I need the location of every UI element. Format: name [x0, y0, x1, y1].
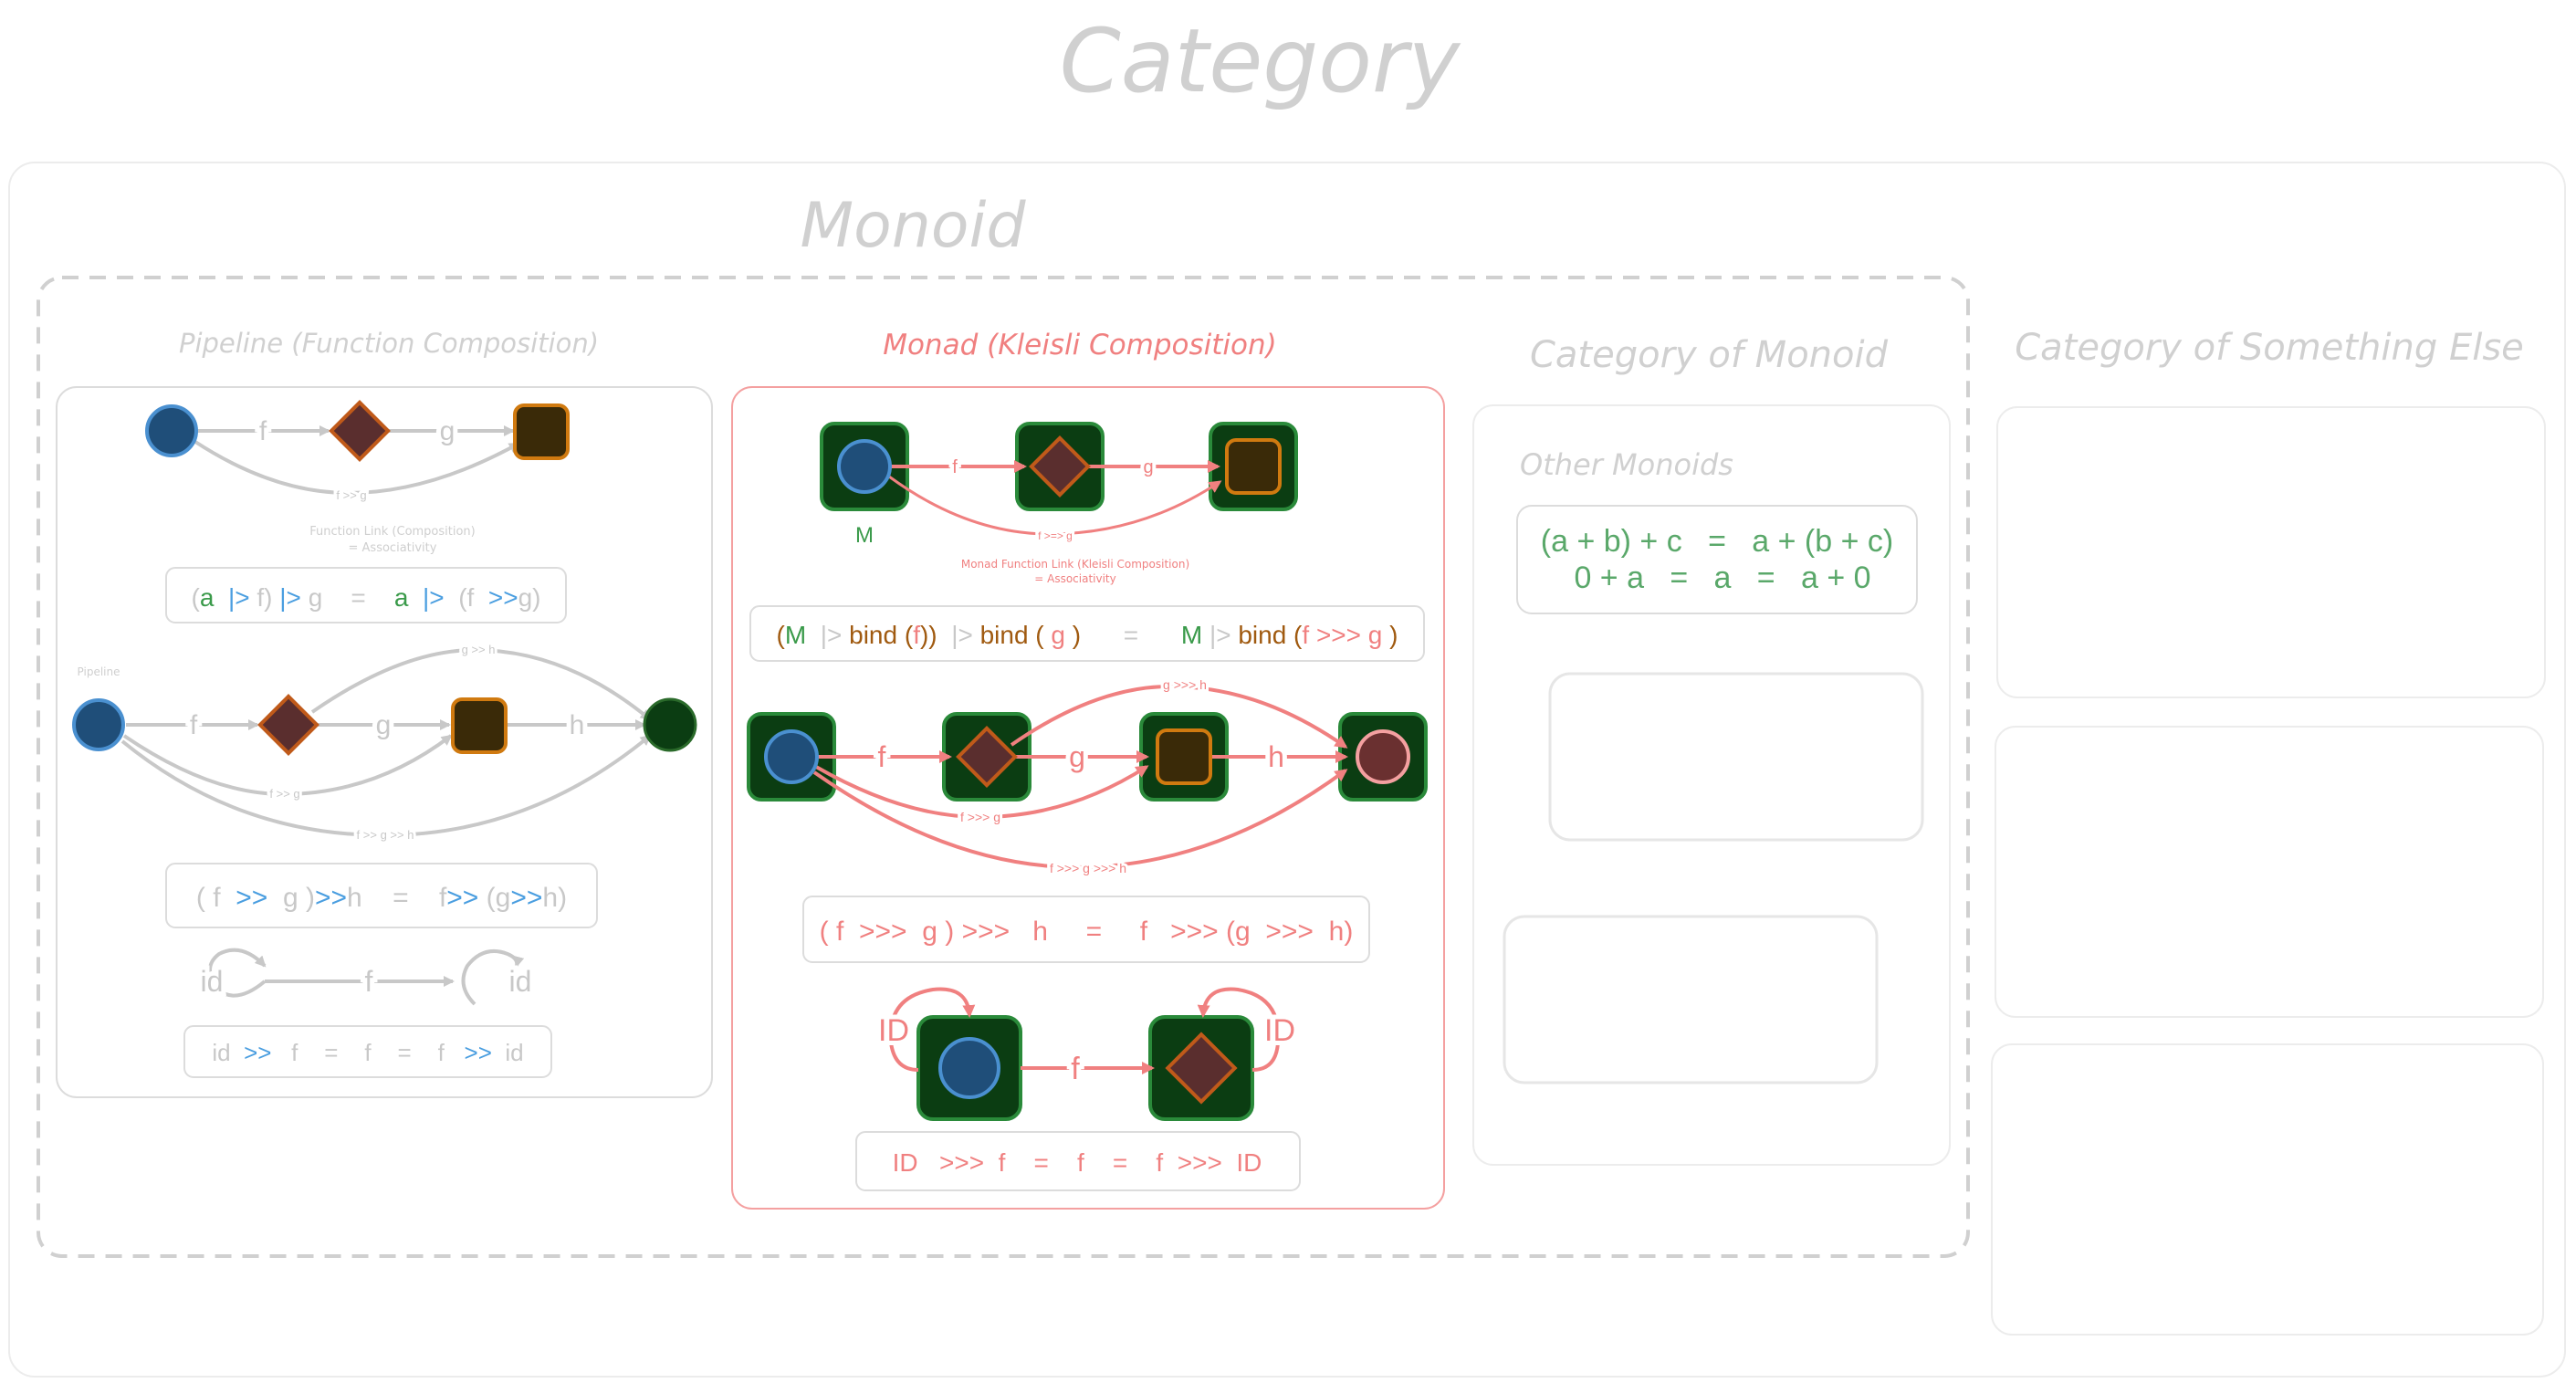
pipeline-identity: id f id: [196, 948, 536, 1006]
something-else-box-2: [1995, 726, 2544, 1018]
monad-eq3: ID >>> f = f = f >>> ID: [893, 1148, 1262, 1177]
monad-chain: f g h g >>> h f >>> g f >>> g >>> h: [747, 675, 1428, 878]
pipeline-label-f: f: [259, 416, 267, 446]
pipeline-chain: f g h g >> h f >> g f >> g >> h: [72, 640, 697, 844]
pipeline-id-right: id: [509, 965, 532, 998]
monad-panel: [731, 386, 1445, 1210]
monad-chain-gh: g >>> h: [1163, 677, 1207, 692]
other-monoid-box-1: [1548, 672, 1924, 842]
pipeline-chain-h: h: [570, 710, 585, 740]
pipeline-eq1: (a |> f) |> g = a |> (f >>g): [192, 583, 541, 612]
monad-eq2: ( f >>> g ) >>> h = f >>> (g >>> h): [820, 917, 1354, 947]
monad-chain-fgh: f >>> g >>> h: [1050, 861, 1126, 875]
monoid-container: [37, 276, 1970, 1258]
monad-id-right: ID: [1264, 1013, 1295, 1048]
category-something-else-heading: Category of Something Else: [2015, 327, 2524, 369]
pipeline-node-a: [145, 404, 198, 457]
monad-note-line1: Monad Function Link (Kleisli Composition…: [961, 558, 1189, 571]
monoid-law-identity: 0 + a = a = a + 0: [1574, 561, 1870, 595]
pipeline-label-g: g: [440, 416, 456, 446]
monad-eq1-box: [749, 605, 1425, 662]
pipeline-chain-node-b: [257, 694, 319, 756]
monad-node-a: [837, 439, 892, 494]
monad-id-node-a: [938, 1037, 1000, 1099]
monad-chain-f: f: [878, 740, 886, 773]
monoid-title: Monoid: [800, 190, 1026, 262]
category-of-monoid-heading: Category of Monoid: [1530, 334, 1889, 376]
monad-eq1: (M |> bind (f)) |> bind ( g ) = M |> bin…: [777, 621, 1398, 649]
monad-eq2-box: [802, 896, 1370, 963]
monad-label-g: g: [1143, 457, 1153, 477]
monad-chain-node-c: [1156, 728, 1212, 785]
monad-chain-node-d: [1356, 729, 1410, 784]
pipeline-id-f: f: [365, 965, 373, 998]
pipeline-chain-node-c: [451, 697, 508, 754]
category-container: [8, 162, 2566, 1378]
pipeline-chain-fg: f >> g: [269, 787, 299, 801]
monad-chain-fg: f >>> g: [960, 810, 1000, 824]
pipeline-top-row: f g f >> g: [145, 400, 570, 505]
other-monoid-box-2: [1503, 915, 1879, 1084]
pipeline-eq1-box: [165, 567, 567, 623]
pipeline-node-b: [329, 400, 391, 462]
page-title: Category: [1060, 10, 1461, 112]
pipeline-chain-node-a: [72, 698, 125, 751]
pipeline-label-fg: f >> g: [336, 488, 366, 502]
category-of-monoid-panel: [1472, 404, 1951, 1166]
monad-chain-node-a: [764, 729, 819, 784]
pipeline-panel: [56, 386, 713, 1098]
monad-eq3-box: [855, 1131, 1301, 1191]
pipeline-chain-node-d: [643, 697, 697, 752]
monad-label-f: f: [952, 457, 958, 477]
pipeline-chain-g: g: [376, 710, 392, 740]
monad-chain-g: g: [1069, 740, 1085, 773]
monad-m-label: M: [855, 523, 874, 548]
pipeline-node-c: [513, 403, 570, 460]
monad-note-line2: = Associativity: [1034, 572, 1116, 585]
monoid-law-associativity: (a + b) + c = a + (b + c): [1541, 524, 1893, 559]
other-monoids-label: Other Monoids: [1520, 447, 1733, 482]
pipeline-eq3-box: [183, 1025, 552, 1078]
pipeline-chain-fgh: f >> g >> h: [357, 828, 414, 842]
monad-node-c: [1225, 438, 1282, 495]
monad-top-row: f g f >=> g: [820, 422, 1298, 545]
pipeline-id-left: id: [201, 965, 224, 998]
pipeline-note-line2: = Associativity: [349, 541, 437, 555]
pipeline-chain-gh: g >> h: [462, 643, 496, 656]
monad-heading: Monad (Kleisli Composition): [883, 329, 1277, 361]
monad-label-fg: f >=> g: [1038, 529, 1073, 542]
pipeline-eq2: ( f >> g )>>h = f>> (g>>h): [196, 883, 567, 913]
monad-id-node-b: [1165, 1032, 1238, 1105]
monad-id-left: ID: [878, 1013, 909, 1048]
monad-identity: ID f ID: [874, 987, 1300, 1121]
monad-id-f: f: [1071, 1052, 1080, 1086]
monad-node-b: [1029, 435, 1091, 498]
pipeline-heading: Pipeline (Function Composition): [179, 328, 599, 359]
monad-chain-node-b: [956, 726, 1018, 788]
pipeline-side-label: Pipeline: [78, 665, 120, 678]
pipeline-note-line1: Function Link (Composition): [309, 525, 476, 539]
something-else-box-3: [1991, 1043, 2544, 1336]
monoid-laws-box: [1516, 505, 1918, 614]
pipeline-chain-f: f: [190, 710, 198, 740]
pipeline-eq3: id >> f = f = f >> id: [212, 1039, 523, 1066]
monad-chain-h: h: [1268, 740, 1284, 773]
pipeline-eq2-box: [165, 863, 598, 928]
something-else-box-1: [1996, 406, 2546, 698]
